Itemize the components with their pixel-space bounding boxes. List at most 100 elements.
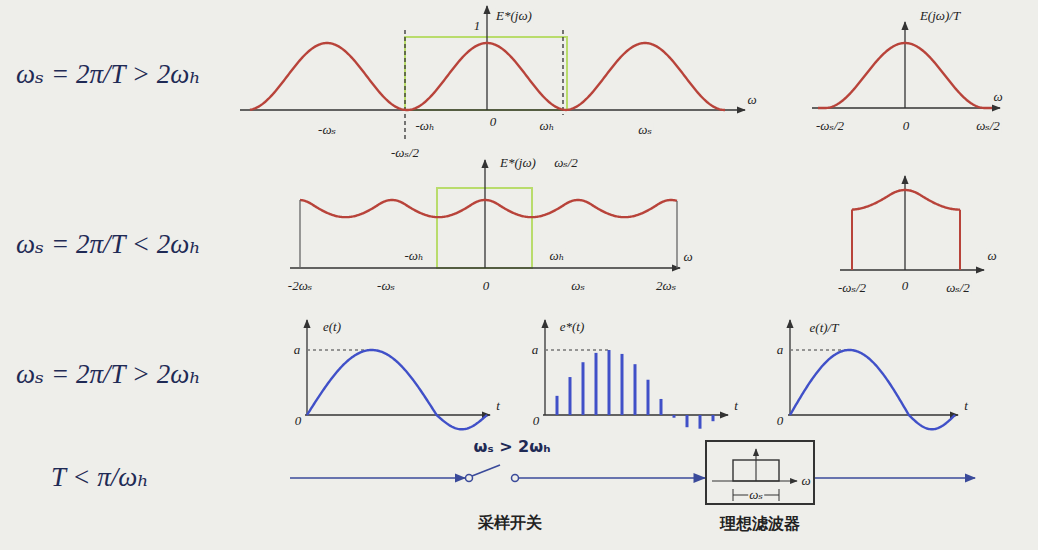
axis-line [755, 449, 756, 481]
axis-line [486, 6, 487, 110]
output-arrow [815, 477, 975, 479]
sampling-switch: 采样开关 [465, 466, 555, 532]
spectrum-curve [250, 43, 725, 110]
input-arrow [290, 477, 465, 479]
sample-impulse [660, 399, 663, 415]
amplitude-mark: a [293, 343, 302, 358]
axis-line [789, 320, 790, 415]
half-sampling-line [562, 30, 563, 115]
sample-impulse [595, 353, 598, 415]
tick-label: ωₛ [570, 279, 586, 294]
dimension-tick [733, 489, 734, 501]
sampling-condition: ωₛ = 2π/T < 2ωₕ [15, 229, 202, 260]
edge-line [676, 201, 677, 268]
axis-title: E*(jω) [499, 156, 537, 171]
node-label: 采样开关 [478, 514, 542, 532]
tick-label: ωₕ [539, 119, 556, 134]
signal-connector [555, 477, 705, 479]
edge-line [299, 200, 300, 268]
axis-title: e(t) [322, 320, 342, 335]
tick-label: ωₛ/2 [553, 156, 579, 171]
tick-label: 0 [901, 279, 910, 294]
sample-impulse [569, 377, 572, 415]
tick-label: 2ωₛ [655, 279, 677, 294]
period-condition: T < π/ωₕ [50, 462, 150, 493]
axis-line [788, 414, 958, 415]
aliased-spectrum [300, 200, 677, 217]
tick-label: ωₛ/2 [945, 281, 971, 296]
axis-label: t [495, 399, 501, 414]
half-sampling-line [404, 30, 405, 140]
amplitude-mark: a [776, 343, 785, 358]
axis-line [544, 320, 545, 415]
sample-impulse [673, 415, 676, 418]
tick-label: ωₕ [549, 249, 566, 264]
axis-title: E(jω)/T [919, 9, 961, 24]
sample-impulse [647, 380, 650, 415]
tick-label: ωₛ [637, 123, 653, 138]
axis-title: E*(jω) [495, 9, 533, 24]
axis-line [812, 107, 1000, 108]
sample-impulse [582, 362, 585, 415]
switch-condition: ωₛ > 2ωₕ [473, 438, 552, 456]
tick-label: 0 [482, 279, 491, 294]
sampling-condition: ωₛ = 2π/T > 2ωₕ [15, 359, 202, 390]
amplitude-line [545, 349, 608, 350]
tick-label: 0 [489, 115, 498, 130]
passband-rect [733, 460, 779, 481]
axis-line [240, 109, 745, 110]
amplitude-mark: a [531, 343, 540, 358]
node-label: 理想滤波器 [720, 515, 800, 533]
tick-label: 0 [294, 414, 303, 429]
bandwidth-label: ωₛ [748, 488, 764, 503]
axis-line [305, 414, 490, 415]
sample-impulse [608, 350, 611, 415]
axis-title: e*(t) [559, 320, 586, 335]
axis-label: t [733, 399, 739, 414]
axis-label: ω [682, 250, 693, 265]
tick-label: ωₛ/2 [975, 119, 1001, 134]
axis-label: ω [992, 90, 1003, 105]
tick-label: -ωₕ [403, 249, 424, 264]
tick-label: -ωₛ [317, 123, 337, 138]
switch-contact [466, 475, 473, 482]
switch-blade [472, 465, 500, 476]
axis-line [840, 269, 984, 270]
amplitude-line [307, 349, 372, 350]
sample-impulse [621, 354, 624, 415]
signal-curve [307, 350, 487, 429]
dimension-tick [779, 489, 780, 501]
distorted-spectrum [852, 190, 960, 210]
sample-impulse [556, 396, 559, 415]
tick-label: -ωₛ [376, 279, 396, 294]
sample-impulse [712, 415, 715, 421]
tick-label: -ωₛ/2 [390, 146, 420, 161]
amplitude-line [790, 349, 849, 350]
axis-label: ω [986, 249, 997, 264]
axis-label: ω [746, 93, 757, 108]
switch-contact [512, 475, 519, 482]
tick-label: -ωₕ [414, 119, 435, 134]
tick-label: -2ωₛ [287, 279, 313, 294]
sampling-condition: ωₛ = 2π/T > 2ωₕ [15, 59, 202, 90]
amplitude-mark: 1 [473, 19, 482, 34]
tick-label: -ωₛ/2 [837, 281, 867, 296]
signal-curve [790, 350, 955, 429]
tick-label: 0 [902, 119, 911, 134]
axis-title: e(t)/T [809, 321, 840, 336]
axis-line [306, 320, 307, 415]
sample-impulse [634, 364, 637, 415]
sample-impulse [699, 415, 702, 429]
cut-edge [959, 210, 961, 270]
sample-impulse [686, 415, 689, 427]
switch-output-line [519, 477, 555, 479]
tick-label: 0 [532, 414, 541, 429]
recovered-spectrum [818, 43, 992, 108]
axis-label: t [963, 399, 969, 414]
tick-label: -ωₛ/2 [815, 119, 845, 134]
cut-edge [851, 210, 853, 270]
axis-line [484, 160, 485, 268]
tick-label: 0 [776, 414, 785, 429]
axis-label: ω [800, 474, 811, 489]
axis-line [904, 22, 905, 108]
